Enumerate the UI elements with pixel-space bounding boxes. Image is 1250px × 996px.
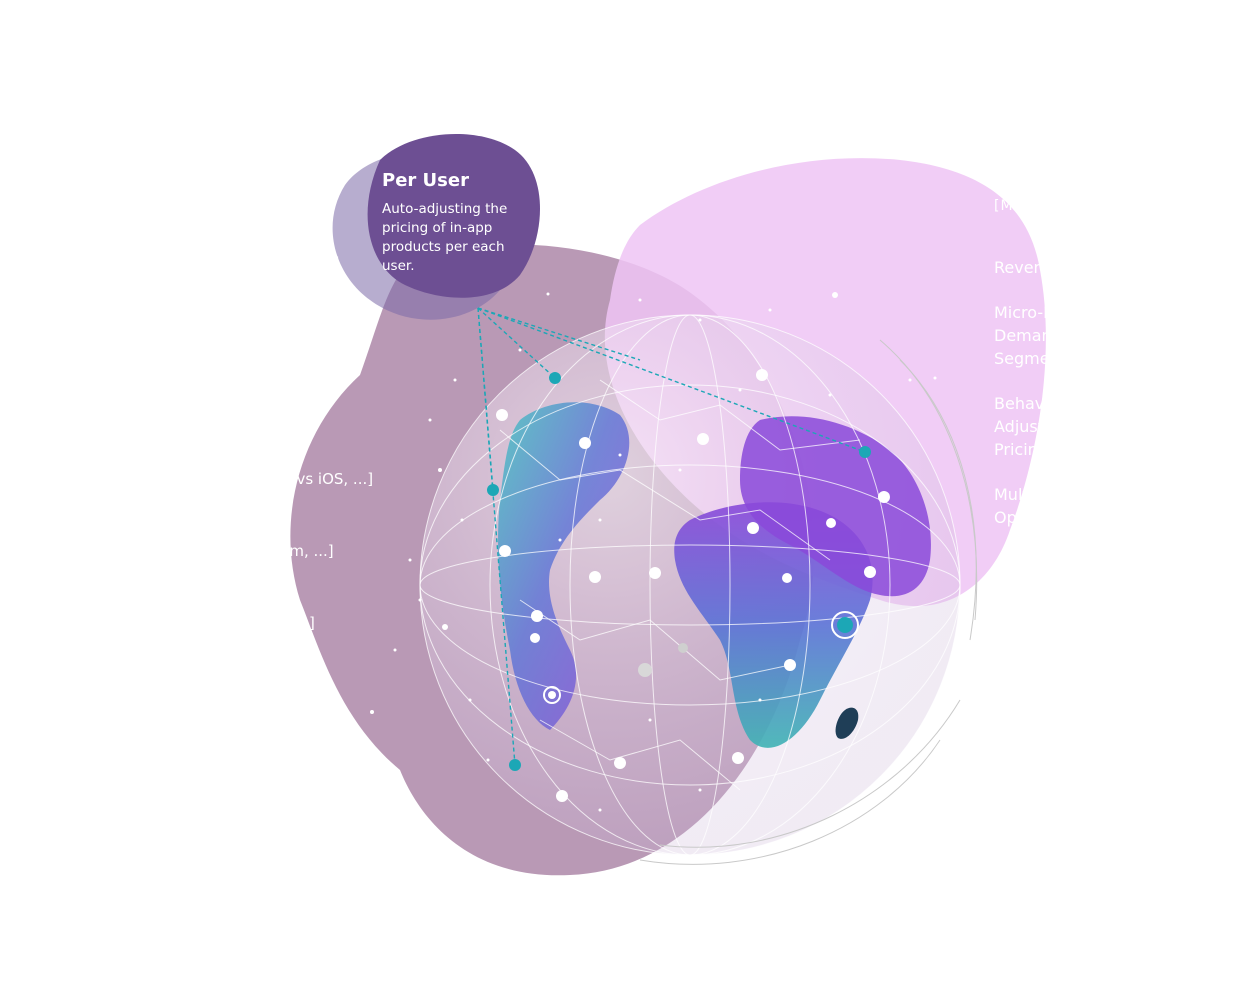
segment-subtitle: [Playtime, sessions...]	[8, 398, 173, 416]
segment-item: Acquisition Source [Campaign, network, c…	[8, 520, 388, 562]
connection-lines	[477, 307, 866, 766]
pricing-feature: Behavioral Dynamic Price Adjustments (Pe…	[994, 394, 1207, 459]
pricing-engine-heading: DYNAMIC PRICING ENGINE [MACHINE LEARNING…	[994, 178, 1201, 214]
segment-subtitle: [Predicted LTV, ...]	[8, 686, 145, 704]
segment-item: Engagement Level [Playtime, sessions...]	[8, 376, 388, 418]
globe-nodes	[496, 369, 890, 802]
segment-subtitle: [Level reached, stage, achievements, ...…	[8, 614, 315, 632]
highlight-ring	[831, 611, 859, 639]
island-madagascar	[835, 707, 859, 739]
segment-title: Purchase Behavior	[8, 304, 120, 318]
segment-title: Game Progression	[8, 592, 118, 606]
segment-item: Purchase Behavior [Spenders, first-time …	[8, 304, 388, 346]
tooltip-title: Per User	[382, 170, 469, 191]
pricing-feature: Revenue Uplift per User Pricing	[994, 258, 1244, 277]
segment-subtitle: [Device type, model, version, Android vs…	[8, 470, 374, 488]
segment-item: Device / Platform / OS Segmentation [Dev…	[8, 448, 388, 490]
segment-title: Geo Segmentation	[8, 232, 121, 246]
segment-item: Geo Segmentation [Country, region, city,…	[8, 232, 388, 274]
tooltip-blob	[367, 133, 540, 298]
segment-title: Lifetime Value (LTV)	[8, 664, 128, 678]
pricing-feature: Multi-Armed Bandit Price Optimization	[994, 485, 1193, 527]
segment-item: Game Progression [Level reached, stage, …	[8, 592, 388, 634]
segment-subtitle: [Campaign, network, creative, platform, …	[8, 542, 334, 560]
teal-nodes	[487, 372, 871, 771]
segment-subtitle: [Any combination of the dimensions above…	[8, 758, 367, 798]
tooltip-body: Auto-adjusting the pricing of in-app pro…	[382, 201, 508, 274]
segment-item: Lifetime Value (LTV) [Predicted LTV, ...…	[8, 664, 388, 706]
segmentation-panel: SEGMENTATION Geo Segmentation [Country, …	[8, 178, 388, 830]
segment-subtitle: [Country, region, city, language, curren…	[8, 254, 340, 272]
segment-title: Engagement Level	[8, 376, 121, 390]
segmentation-heading: SEGMENTATION	[8, 178, 127, 192]
continent-eurasia	[740, 416, 931, 597]
segment-title: Custom Segments	[8, 736, 119, 750]
segment-item: Custom Segments [Any combination of the …	[8, 736, 388, 800]
pricing-feature: Micro-Level Forecasting of Demand per Co…	[994, 303, 1204, 368]
pricing-engine-panel: DYNAMIC PRICING ENGINE [MACHINE LEARNING…	[994, 176, 1244, 551]
segment-subtitle: [Spenders, first-time buyers...]	[8, 326, 239, 344]
globe-orbit-lines	[639, 339, 978, 865]
segment-title: Device / Platform / OS Segmentation	[8, 448, 229, 462]
continent-americas	[498, 402, 630, 730]
globe-grid	[419, 314, 961, 856]
per-user-tooltip: Per User Auto-adjusting the pricing of i…	[382, 170, 532, 276]
segment-title: Acquisition Source	[8, 520, 119, 534]
